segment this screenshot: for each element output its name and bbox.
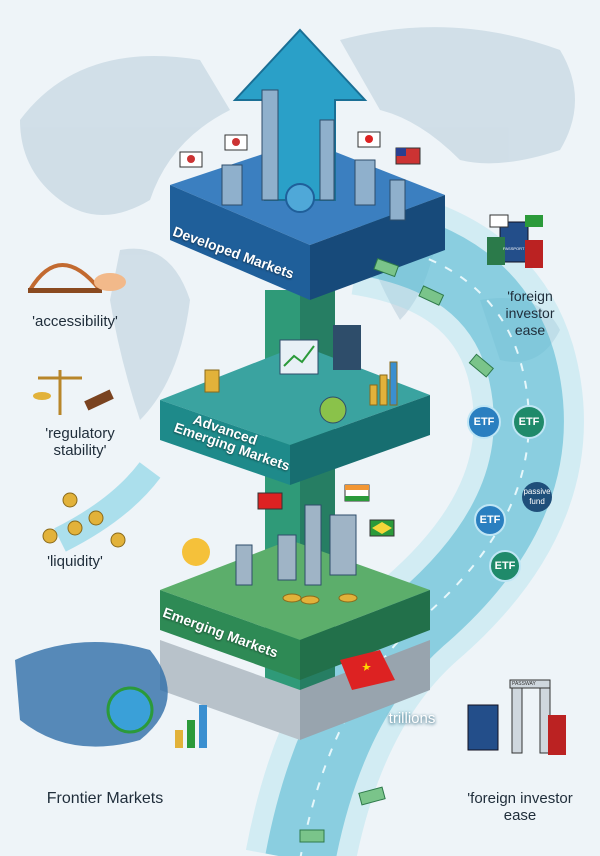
scales-gavel-icon: [33, 370, 114, 415]
passway-text: PASSWAY: [512, 681, 536, 687]
foreign-ease-top-line1: 'foreign: [507, 288, 553, 304]
coins-icon: [42, 492, 126, 548]
accessibility-label: 'accessibility': [32, 313, 118, 330]
regulatory-label-line1: 'regulatory: [45, 425, 115, 442]
passport-flags-icon: [487, 214, 543, 268]
emerging-markets-tier: [160, 540, 430, 680]
liquidity-label: 'liquidity': [47, 553, 103, 570]
vietnam-flag-icon: [340, 650, 395, 690]
foreign-ease-top-line3: ease: [514, 322, 546, 338]
etf-badge: ETF: [512, 405, 546, 439]
china-flag-icon: [257, 492, 283, 510]
frontier-markets-label: Frontier Markets: [46, 790, 164, 807]
sun-icon: [182, 538, 210, 566]
etf-badge: ETF: [489, 550, 521, 582]
etf-badge: ETF: [474, 504, 506, 536]
frontier-map-icon: [15, 642, 207, 748]
bridge-handshake-icon: [28, 263, 126, 293]
trillions-label: trillions: [388, 710, 436, 727]
passive-fund-line1: passive: [523, 487, 551, 496]
pie-chart-icon: [319, 396, 347, 424]
advanced-emerging-tier: [160, 345, 430, 485]
etf-badge: ETF: [467, 405, 501, 439]
passive-fund-badge: passive fund: [522, 482, 552, 512]
passway-gate-icon: [467, 679, 566, 755]
passive-fund-line2: fund: [529, 497, 545, 506]
banknote-icons: [299, 257, 494, 843]
foreign-ease-bottom-line2: ease: [503, 807, 537, 824]
chart-monitor-icon: [279, 339, 319, 375]
globe-icon: [285, 183, 315, 213]
foreign-ease-bottom-line1: 'foreign investor: [467, 790, 573, 807]
passport-text: PASSPORT: [503, 246, 525, 251]
foreign-ease-top-line2: investor: [505, 305, 555, 321]
regulatory-label-line2: stability': [53, 442, 107, 459]
